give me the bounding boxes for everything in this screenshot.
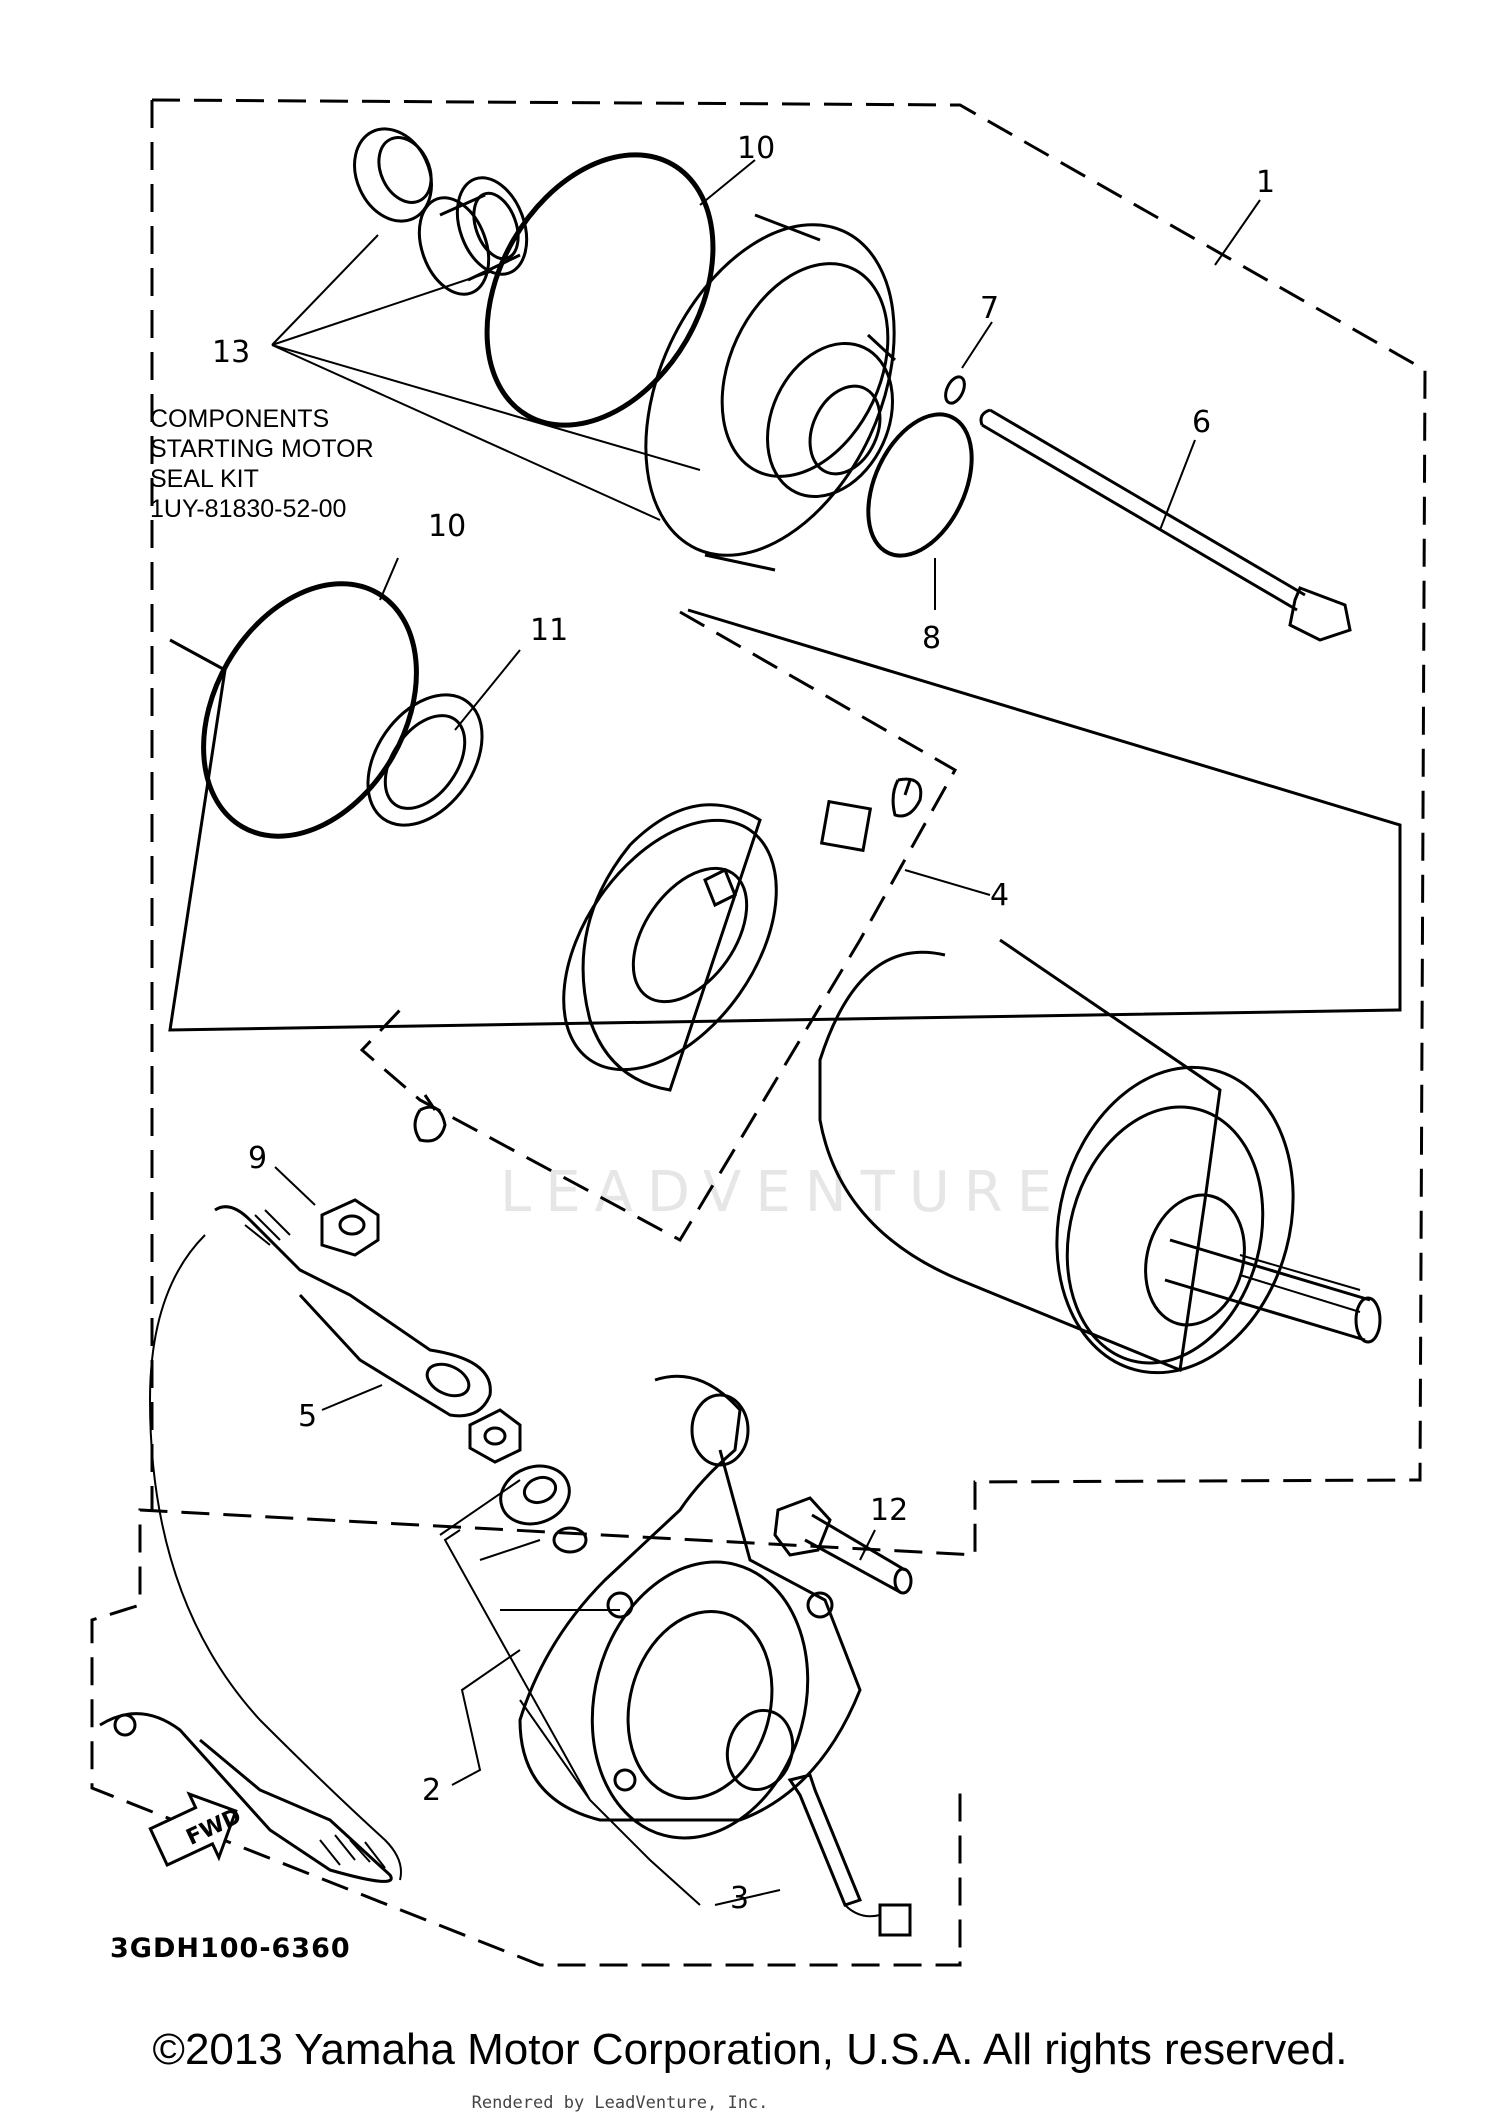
leader-1 xyxy=(1214,199,1261,266)
terminal-o-ring xyxy=(552,1526,588,1554)
callout-3: 3 xyxy=(730,1881,749,1916)
leader-10-upper xyxy=(699,159,756,206)
kit-note-line: STARTING MOTOR xyxy=(150,435,374,463)
seal-kit-note: COMPONENTS STARTING MOTOR SEAL KIT 1UY-8… xyxy=(150,404,374,524)
callout-8: 8 xyxy=(922,621,941,656)
terminal-bolt xyxy=(787,1773,912,1937)
subassembly-4-boundary xyxy=(359,610,958,1242)
kit-note-part-number: 1UY-81830-52-00 xyxy=(150,495,347,523)
washer-7 xyxy=(944,375,966,405)
leader-10-lower xyxy=(379,557,399,601)
nut-9 xyxy=(320,1198,380,1257)
callout-9: 9 xyxy=(248,1141,267,1176)
drawing-code: 3GDH100-6360 xyxy=(110,1933,351,1964)
motor-yoke xyxy=(818,938,1295,1375)
terminal-washer xyxy=(499,1464,571,1526)
armature-shaft xyxy=(1164,1238,1382,1344)
leadventure-watermark: LEADVENTURE xyxy=(500,1160,1067,1225)
leader-11 xyxy=(454,649,521,731)
brush-spring-lower xyxy=(413,1094,447,1143)
callout-10-upper: 10 xyxy=(737,131,775,166)
kit-note-line: COMPONENTS xyxy=(150,405,330,433)
leader-13 xyxy=(271,234,701,521)
rendered-by-credit: Rendered by LeadVenture, Inc. xyxy=(471,2093,769,2113)
callout-13: 13 xyxy=(212,335,250,370)
front-cover xyxy=(644,213,897,572)
callout-11: 11 xyxy=(530,613,568,648)
brush xyxy=(819,799,873,853)
leader-6 xyxy=(1159,439,1196,531)
copyright-notice: ©2013 Yamaha Motor Corporation, U.S.A. A… xyxy=(152,2025,1348,2074)
leader-9 xyxy=(274,1166,316,1206)
o-ring-10-upper xyxy=(484,152,716,428)
callout-7: 7 xyxy=(980,291,999,326)
fwd-arrow-icon xyxy=(148,1791,238,1868)
callout-4: 4 xyxy=(990,878,1009,913)
o-ring-8 xyxy=(866,412,974,558)
washer-11 xyxy=(366,693,484,827)
callout-1: 1 xyxy=(1256,165,1275,200)
kit-note-line: SEAL KIT xyxy=(150,465,259,493)
assembly-1-boundary xyxy=(90,98,1427,1967)
callout-10-lower: 10 xyxy=(428,509,466,544)
terminal-nut xyxy=(468,1408,522,1464)
callout-5: 5 xyxy=(298,1399,317,1434)
leader-2 xyxy=(451,1649,521,1786)
leader-3 xyxy=(443,1529,781,1906)
rear-cover xyxy=(518,1374,862,1840)
leader-4 xyxy=(904,869,991,896)
brush-spring-upper xyxy=(891,777,923,818)
yoke-boundary xyxy=(168,608,1402,1032)
leader-5 xyxy=(321,1384,383,1411)
leader-7 xyxy=(961,321,993,369)
callout-6: 6 xyxy=(1192,405,1211,440)
screw-12 xyxy=(773,1496,913,1595)
leader-3-b xyxy=(439,1479,620,1611)
through-bolt-6 xyxy=(979,408,1352,642)
callout-2: 2 xyxy=(422,1773,441,1808)
callout-12: 12 xyxy=(870,1493,908,1528)
leader-12 xyxy=(859,1529,876,1561)
needle-bearing xyxy=(417,176,529,296)
brush-plate xyxy=(562,803,778,1092)
lead-wire-5 xyxy=(99,1205,492,1883)
oil-seal xyxy=(353,127,433,223)
